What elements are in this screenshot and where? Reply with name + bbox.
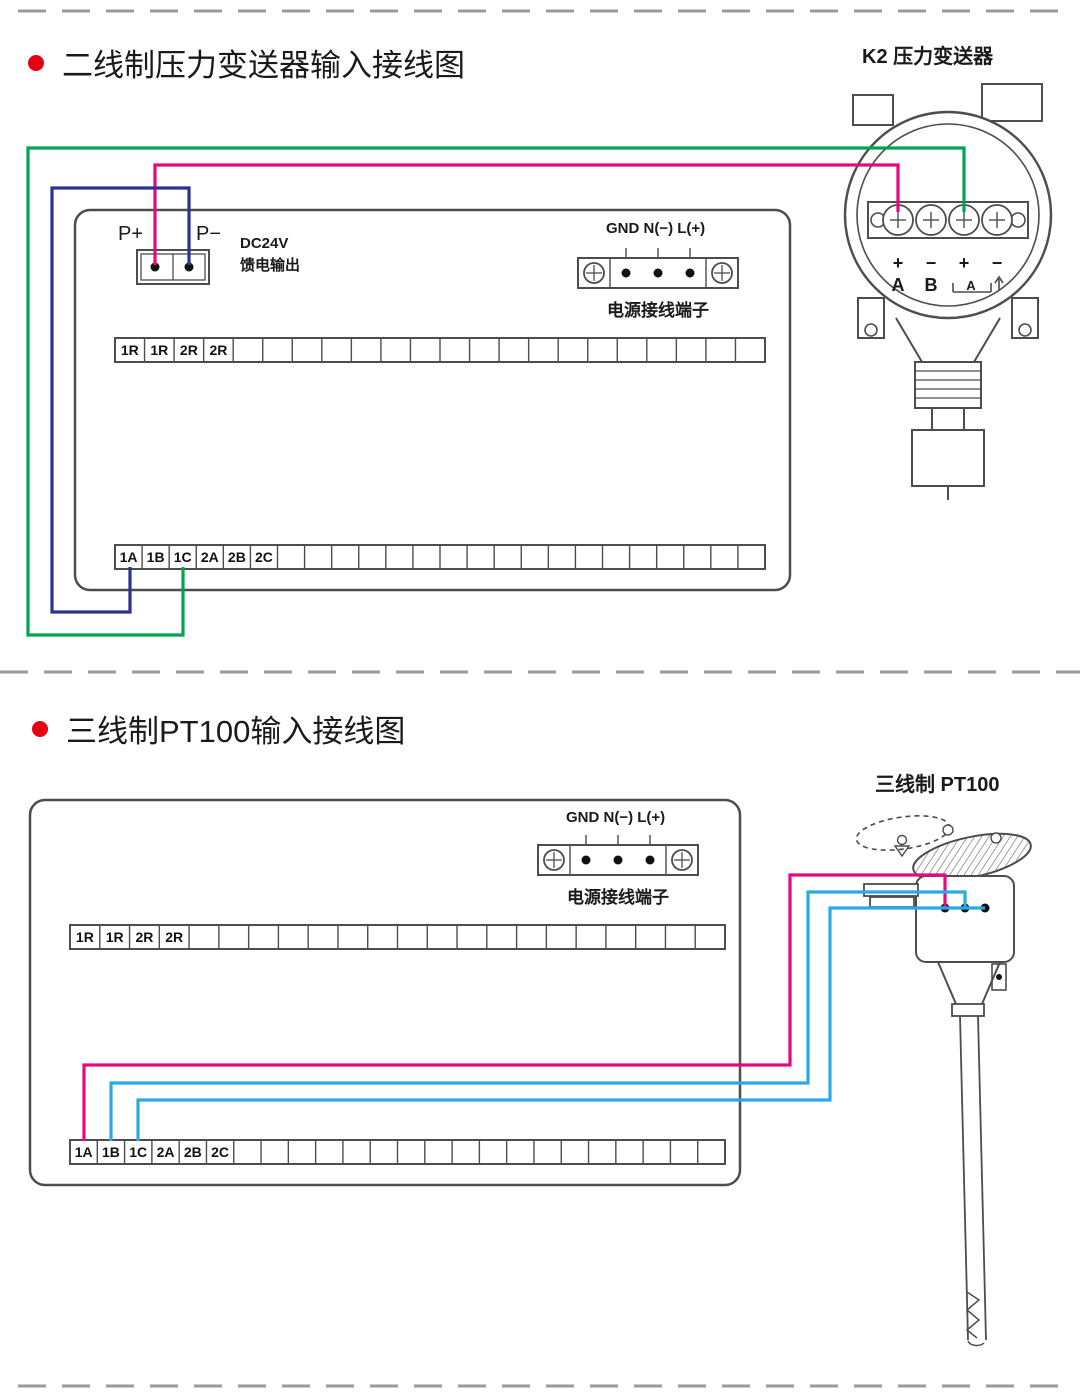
power-terminal-strip-2: [537, 835, 699, 876]
p-minus-terminal-dot: [184, 262, 194, 272]
p-plus-label: P+: [118, 223, 143, 245]
pt100-resistor-element: [965, 1291, 981, 1339]
power-terminal-dot: [685, 268, 695, 278]
terminal-strip-relay-1: 1R 1R 2R 2R: [114, 337, 766, 363]
terminal-cell-label: 2C: [211, 1144, 229, 1160]
terminal-cell-label: 1A: [75, 1144, 93, 1160]
terminal-bracket: [952, 283, 992, 293]
terminal-strip-relay-2: 1R 1R 2R 2R: [69, 924, 726, 950]
power-labels-2: GND N(−) L(+): [566, 809, 665, 826]
power-terminal-strip-1: [577, 248, 739, 289]
dc24v-label-line1: DC24V: [240, 235, 288, 252]
wire-cyan-pt100-to-1B: [109, 890, 967, 1141]
dc24v-label-line2: 馈电输出: [239, 256, 300, 274]
svg-text:B: B: [925, 275, 938, 295]
power-terminal-dot: [621, 268, 631, 278]
svg-text:A: A: [966, 278, 976, 293]
terminal-cell-label: 1B: [147, 549, 165, 565]
terminal-cell-label: 1B: [102, 1144, 120, 1160]
pt100-device-label: 三线制 PT100: [875, 772, 999, 796]
svg-text:−: −: [992, 253, 1003, 273]
section1-bullet: [28, 55, 44, 71]
terminal-cell-label: 1R: [76, 929, 94, 945]
power-caption-1: 电源接线端子: [607, 300, 709, 320]
wire-pink-pplus-to-transmitter: [153, 163, 900, 265]
power-terminal-dot: [653, 268, 663, 278]
terminal-strip-input-1: 1A 1B 1C 2A 2B 2C: [114, 544, 766, 570]
section2-bullet: [32, 721, 48, 737]
pressure-transmitter: + − + − A B A: [843, 83, 1053, 500]
power-caption-2: 电源接线端子: [567, 887, 669, 907]
power-terminal-dot: [645, 855, 655, 865]
pt100-head: [915, 875, 1015, 963]
terminal-cell-label: 1R: [150, 342, 168, 358]
terminal-cell-label: 2B: [228, 549, 246, 565]
svg-text:−: −: [926, 253, 937, 273]
terminal-cell-label: 2B: [184, 1144, 202, 1160]
wire-green-transmitter-to-1C: [26, 146, 966, 637]
terminal-cell-label: 2R: [135, 929, 153, 945]
feed-terminal-block: P+ P− DC24V 馈电输出: [118, 223, 300, 285]
controller-panel-1: [73, 208, 792, 592]
wire-navy-pminus-to-1A: [50, 186, 191, 614]
terminal-cell-label: 1R: [106, 929, 124, 945]
svg-text:+: +: [893, 253, 904, 273]
terminal-cell-label: 2R: [209, 342, 227, 358]
p-plus-terminal-dot: [150, 262, 160, 272]
terminal-cell-label: 1C: [129, 1144, 147, 1160]
terminal-cell-label: 2A: [157, 1144, 175, 1160]
terminal-strip-input-2: 1A 1B 1C 2A 2B 2C: [69, 1139, 726, 1165]
controller-panel-2: [28, 798, 742, 1187]
section1-title: 二线制压力变送器输入接线图: [62, 48, 465, 83]
power-terminal-dot: [581, 855, 591, 865]
transmitter-device-label: K2 压力变送器: [862, 44, 994, 68]
terminal-cell-label: 2A: [201, 549, 219, 565]
terminal-screws: [882, 204, 1013, 236]
terminal-cell-label: 2R: [165, 929, 183, 945]
terminal-cell-label: 1C: [174, 549, 192, 565]
svg-text:+: +: [959, 253, 970, 273]
wire-pink-pt100-to-1A: [82, 873, 947, 1141]
section2-title: 三线制PT100输入接线图: [66, 714, 405, 749]
pt100-sensor: [855, 815, 1032, 1347]
terminal-cell-label: 1A: [120, 549, 138, 565]
power-terminal-dot: [613, 855, 623, 865]
terminal-cell-label: 1R: [121, 342, 139, 358]
wire-cyan-pt100-to-1C: [136, 906, 985, 1141]
svg-text:A: A: [892, 275, 905, 295]
transmitter-polarity-labels: + − + − A B A: [892, 253, 1003, 295]
p-minus-label: P−: [196, 223, 221, 245]
terminal-cell-label: 2C: [255, 549, 273, 565]
power-labels-1: GND N(−) L(+): [606, 220, 705, 237]
terminal-cell-label: 2R: [180, 342, 198, 358]
